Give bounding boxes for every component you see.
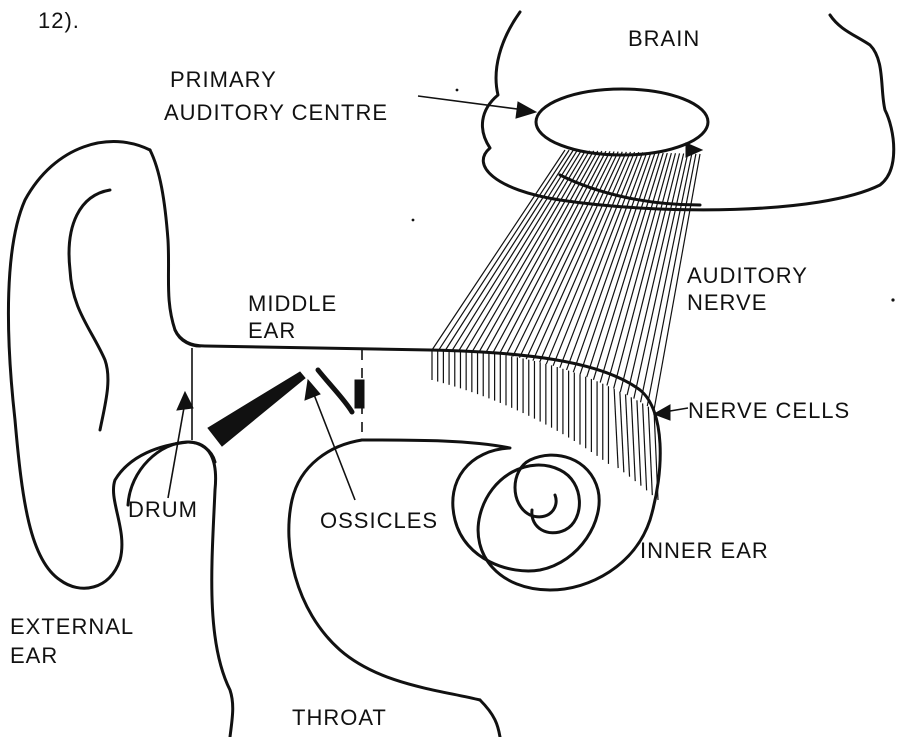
drum-arrow-shaft [168,402,185,498]
nerve-fiber-line [614,153,676,388]
drum-arrow-head [177,392,193,410]
nerve-fiber-line [627,154,684,396]
nerve-cell-line [631,397,635,481]
label-middle-ear-2: EAR [248,318,296,344]
label-primary-auditory-centre-1: PRIMARY [170,67,277,93]
external-ear-inner-fold [150,150,200,346]
stray-dot [891,298,894,301]
throat-left-wall [128,442,233,737]
nerve-cell-line [626,394,630,476]
label-auditory-nerve-2: NERVE [687,290,767,316]
label-external-ear-1: EXTERNAL [10,614,134,640]
ossicle-malleus [208,372,305,446]
nerve-fiber-line [452,150,577,350]
nerve-fiber-line [493,151,602,353]
label-ossicles: OSSICLES [320,508,438,534]
external-ear-helix [69,190,110,430]
nerve-cell-line [620,392,624,473]
label-throat: THROAT [292,705,387,731]
primary-centre-arrow-head [516,102,536,118]
nerve-cell-line [648,407,652,495]
label-inner-ear: INNER EAR [640,538,769,564]
label-primary-auditory-centre-2: AUDITORY CENTRE [164,100,388,126]
nerve-fiber-line [513,151,614,356]
primary-centre-arrow-shaft [418,96,525,110]
nerve-cell-line [643,403,647,490]
nerve-fiber-line [466,151,586,351]
nerve-fiber-line [472,151,589,352]
nerve-cells-hatching [432,350,658,500]
label-drum: DRUM [128,497,198,523]
label-brain: BRAIN [628,26,700,52]
stray-dot [456,89,459,92]
ear-canal-upper [175,330,430,350]
header-fragment: 12). [38,8,80,34]
label-nerve-cells: NERVE CELLS [688,398,850,424]
nerve-fiber-line [540,152,631,362]
primary-auditory-centre-shape [536,89,708,155]
stray-dot [412,219,415,222]
ossicle-incus [318,370,352,412]
middle-ear-lower-wall [289,440,480,700]
nerve-fiber-line [587,153,659,377]
nerve-fiber-line [459,150,581,350]
nerve-fiber-line [580,153,655,375]
label-middle-ear-1: MIDDLE [248,291,337,317]
throat-right-wall [480,700,500,737]
label-auditory-nerve-1: AUDITORY [687,263,808,289]
ossicles-arrow-head [305,380,320,400]
label-external-ear-2: EAR [10,643,58,669]
nerve-cell-line [614,389,618,468]
nerve-cell-line [637,400,641,485]
